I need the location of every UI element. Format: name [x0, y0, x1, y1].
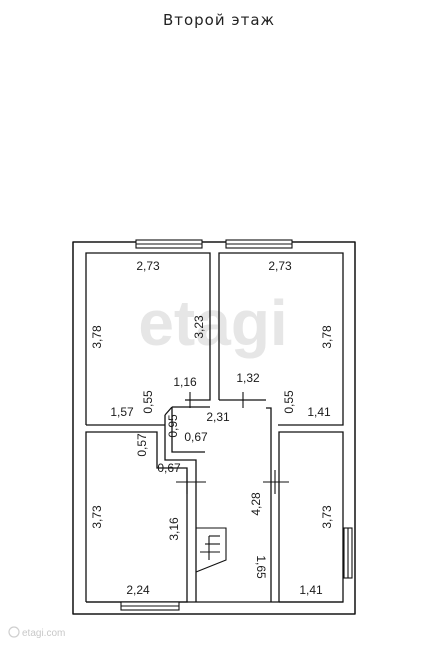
window-top-left	[135, 239, 203, 249]
dim-corridor-width: 2,31	[206, 410, 230, 424]
dim-top-left-stub: 0,55	[141, 390, 155, 414]
dim-top-right-height: 3,78	[320, 325, 334, 349]
watermark-badge: etagi.com	[8, 626, 65, 639]
window-top-right	[225, 239, 293, 249]
dim-top-left-bottom: 1,57	[110, 405, 134, 419]
watermark-logo: etagi	[138, 287, 287, 359]
door-markers	[176, 392, 289, 494]
dim-top-left-width: 2,73	[136, 259, 160, 273]
plan-title: Второй этаж	[163, 11, 275, 29]
dim-corridor-top-left: 1,16	[173, 375, 197, 389]
dim-corridor-step: 0,95	[166, 414, 180, 438]
dim-bottom-left-inner-height: 3,16	[167, 517, 181, 541]
dim-corridor-step2: 0,67	[184, 430, 208, 444]
dim-top-left-inner-height: 3,23	[192, 315, 206, 339]
staircase	[195, 527, 227, 573]
room-top-left	[85, 252, 211, 426]
dim-bottom-right-width: 1,41	[299, 583, 323, 597]
window-right	[343, 527, 353, 579]
dim-corridor-height: 4,28	[249, 492, 263, 516]
watermark-small: etagi.com	[22, 628, 65, 639]
dim-corridor-top-right: 1,32	[236, 371, 260, 385]
dim-bottom-left-width: 2,24	[126, 583, 150, 597]
dim-bottom-left-height: 3,73	[90, 505, 104, 529]
dim-top-left-height: 3,78	[90, 325, 104, 349]
window-bottom-left	[120, 601, 180, 611]
dim-bottom-left-stub: 0,57	[135, 433, 149, 457]
dim-bottom-left-notch: 0,67	[157, 461, 181, 475]
dim-bottom-right-height: 3,73	[320, 505, 334, 529]
dim-top-right-stub: 0,55	[282, 390, 296, 414]
corridor	[164, 406, 272, 602]
dim-stair-height: 1,65	[254, 555, 268, 579]
dim-top-right-bottom: 1,41	[307, 405, 331, 419]
dim-top-right-width: 2,73	[268, 259, 292, 273]
